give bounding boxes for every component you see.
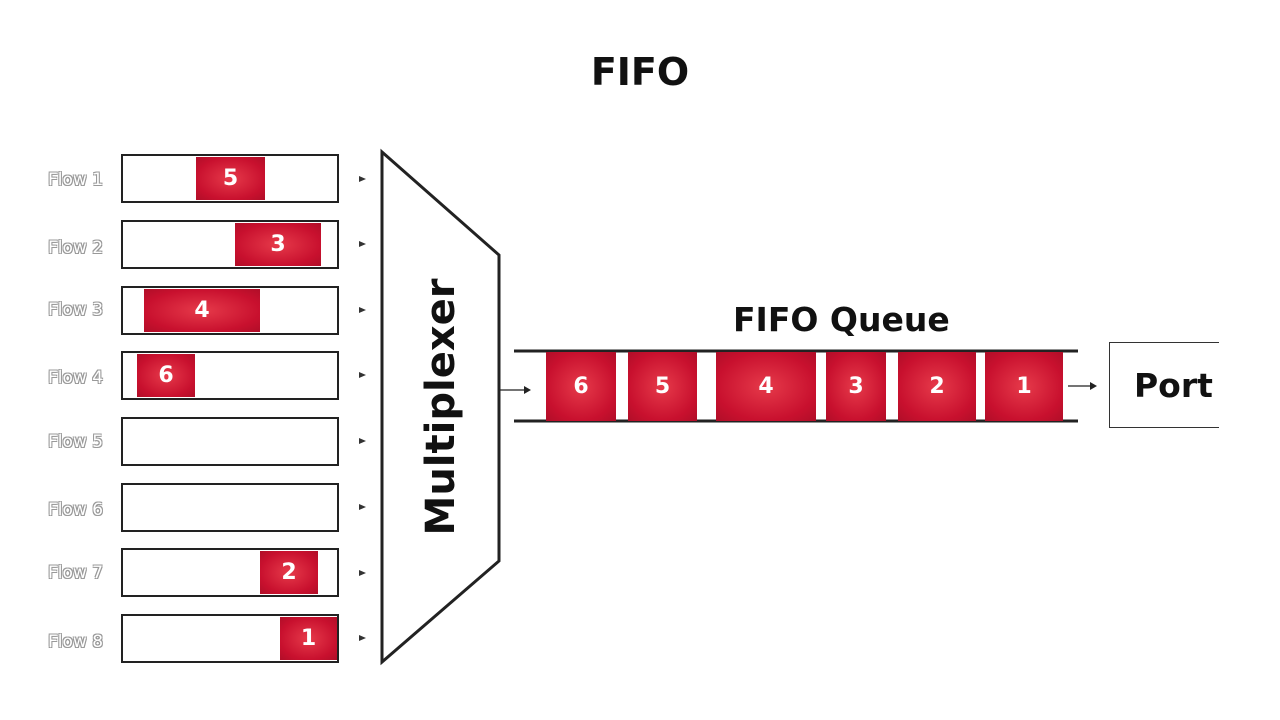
flow-buffer-2: 3 (121, 220, 339, 269)
flow-arrow-6 (359, 504, 366, 510)
flow-label-7: Flow 7 (48, 563, 104, 583)
flow-arrow-5 (359, 438, 366, 444)
flow-buffer-1: 5 (121, 154, 339, 203)
flow-packet-1: 1 (280, 617, 337, 660)
flow-buffer-4: 6 (121, 351, 339, 400)
flow-arrow-8 (359, 635, 366, 641)
multiplexer-shape (380, 148, 501, 666)
flow-label-2: Flow 2 (48, 238, 104, 258)
flow-buffer-3: 4 (121, 286, 339, 335)
queue-title: FIFO Queue (733, 300, 950, 339)
diagram-title: FIFO (590, 50, 690, 94)
flow-label-6: Flow 6 (48, 500, 104, 520)
flow-label-4: Flow 4 (48, 368, 104, 388)
mux-to-queue-arrowhead (524, 386, 531, 394)
multiplexer-label: Multiplexer (418, 278, 464, 536)
port-box: Port (1109, 342, 1219, 428)
flow-packet-2: 2 (260, 551, 318, 594)
flow-buffer-8: 1 (121, 614, 339, 663)
queue-packet-3: 3 (826, 352, 886, 421)
queue-packet-5: 5 (628, 352, 697, 421)
flow-buffer-5 (121, 417, 339, 466)
flow-label-1: Flow 1 (48, 170, 104, 190)
flow-buffer-6 (121, 483, 339, 532)
flow-label-5: Flow 5 (48, 432, 104, 452)
queue-packet-1: 1 (985, 352, 1063, 421)
port-label: Port (1134, 365, 1213, 405)
flow-packet-6: 6 (137, 354, 195, 397)
flow-arrow-1 (359, 176, 366, 182)
flow-arrow-4 (359, 372, 366, 378)
flow-label-3: Flow 3 (48, 300, 104, 320)
flow-arrow-7 (359, 570, 366, 576)
queue-packet-6: 6 (546, 352, 616, 421)
queue-to-port-arrowhead (1090, 382, 1097, 390)
queue-packet-4: 4 (716, 352, 816, 421)
flow-packet-5: 5 (196, 157, 265, 200)
queue-packet-2: 2 (898, 352, 976, 421)
flow-packet-4: 4 (144, 289, 260, 332)
flow-label-8: Flow 8 (48, 632, 104, 652)
flow-arrow-2 (359, 241, 366, 247)
flow-buffer-7: 2 (121, 548, 339, 597)
flow-arrow-3 (359, 307, 366, 313)
flow-packet-3: 3 (235, 223, 321, 266)
